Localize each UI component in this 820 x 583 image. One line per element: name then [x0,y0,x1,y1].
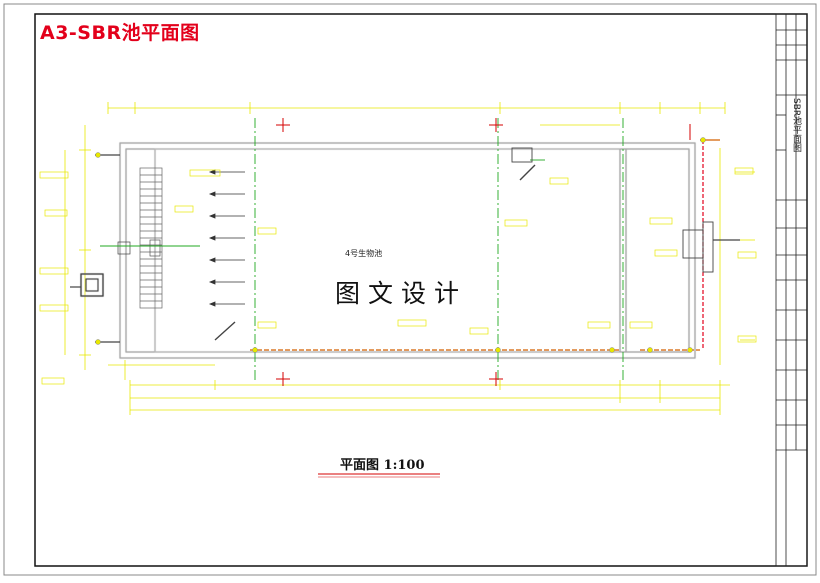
title-block-drawing-title: SBR池平面图 [791,98,801,153]
pipelines [70,139,740,351]
plan-caption: 平面图 1:100 [340,458,425,473]
tank-label: 4号生物池 [345,249,383,258]
dimension-lines [64,102,755,415]
weir-block [117,167,163,309]
axis-lines [100,118,624,380]
fittings [95,137,706,353]
callout-tags [39,167,757,385]
section-marks [276,118,691,386]
flow-arrows [208,169,245,307]
title-block [775,13,808,567]
outer-border [3,3,817,576]
watermark-text: 图文设计 [335,279,468,308]
drawing-header-title: A3-SBR池平面图 [40,22,200,44]
tank-walls [80,142,696,359]
